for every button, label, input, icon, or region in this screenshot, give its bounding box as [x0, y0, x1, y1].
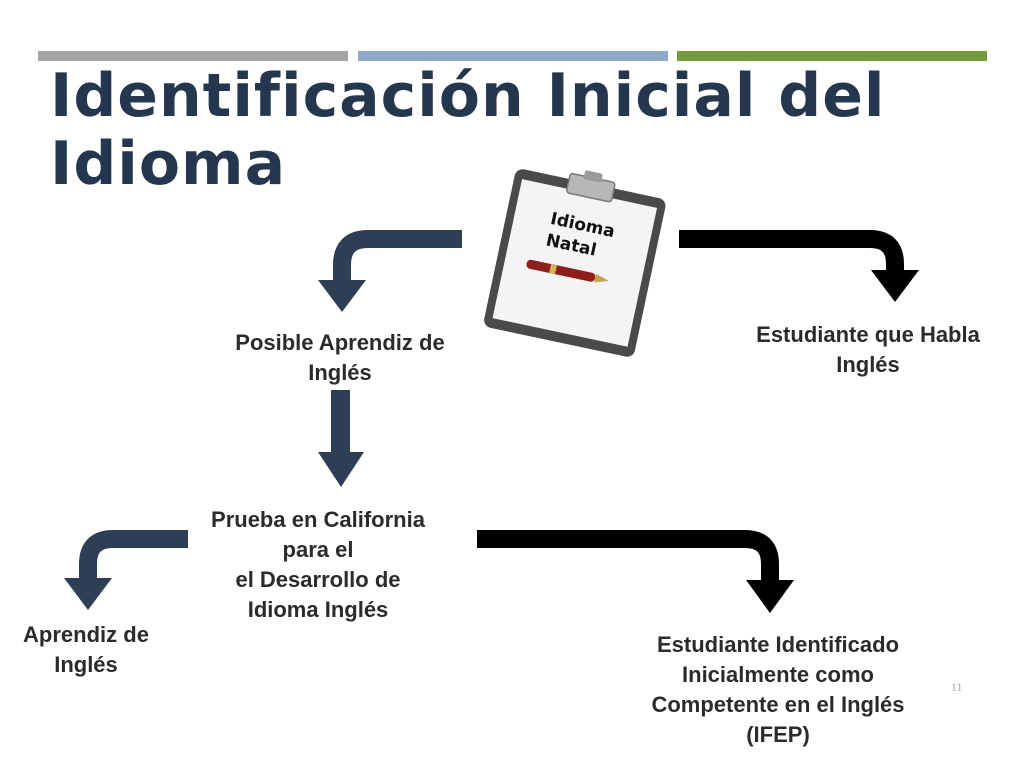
header-bar-blue — [358, 51, 668, 61]
arrow-to-english-learner — [79, 530, 188, 580]
node-elpac-test: Prueba en California para el el Desarrol… — [211, 507, 425, 622]
arrow-to-ifep — [477, 530, 779, 582]
node-english-speaker: Estudiante que Habla Inglés — [756, 322, 980, 377]
arrow-to-test-head — [318, 452, 364, 487]
node-ifep: Estudiante Identificado Inicialmente com… — [651, 632, 905, 747]
arrow-to-english-speaker-head — [871, 270, 919, 302]
arrow-to-test — [331, 390, 350, 454]
header-bar-green — [677, 51, 987, 61]
node-possible-learner: Posible Aprendiz de Inglés — [235, 330, 445, 385]
arrow-to-english-learner-head — [64, 578, 112, 610]
clipboard-with-pen-icon — [484, 169, 666, 357]
arrow-to-ifep-head — [746, 580, 794, 613]
slide-title: Identificación Inicial del Idioma — [50, 61, 886, 199]
page-number: 11 — [951, 680, 963, 694]
arrow-to-english-speaker — [679, 230, 904, 272]
arrow-to-possible-learner-head — [318, 280, 366, 312]
arrow-to-possible-learner — [333, 230, 462, 282]
header-bar-gray — [38, 51, 348, 61]
node-english-learner: Aprendiz de Inglés — [23, 622, 149, 677]
